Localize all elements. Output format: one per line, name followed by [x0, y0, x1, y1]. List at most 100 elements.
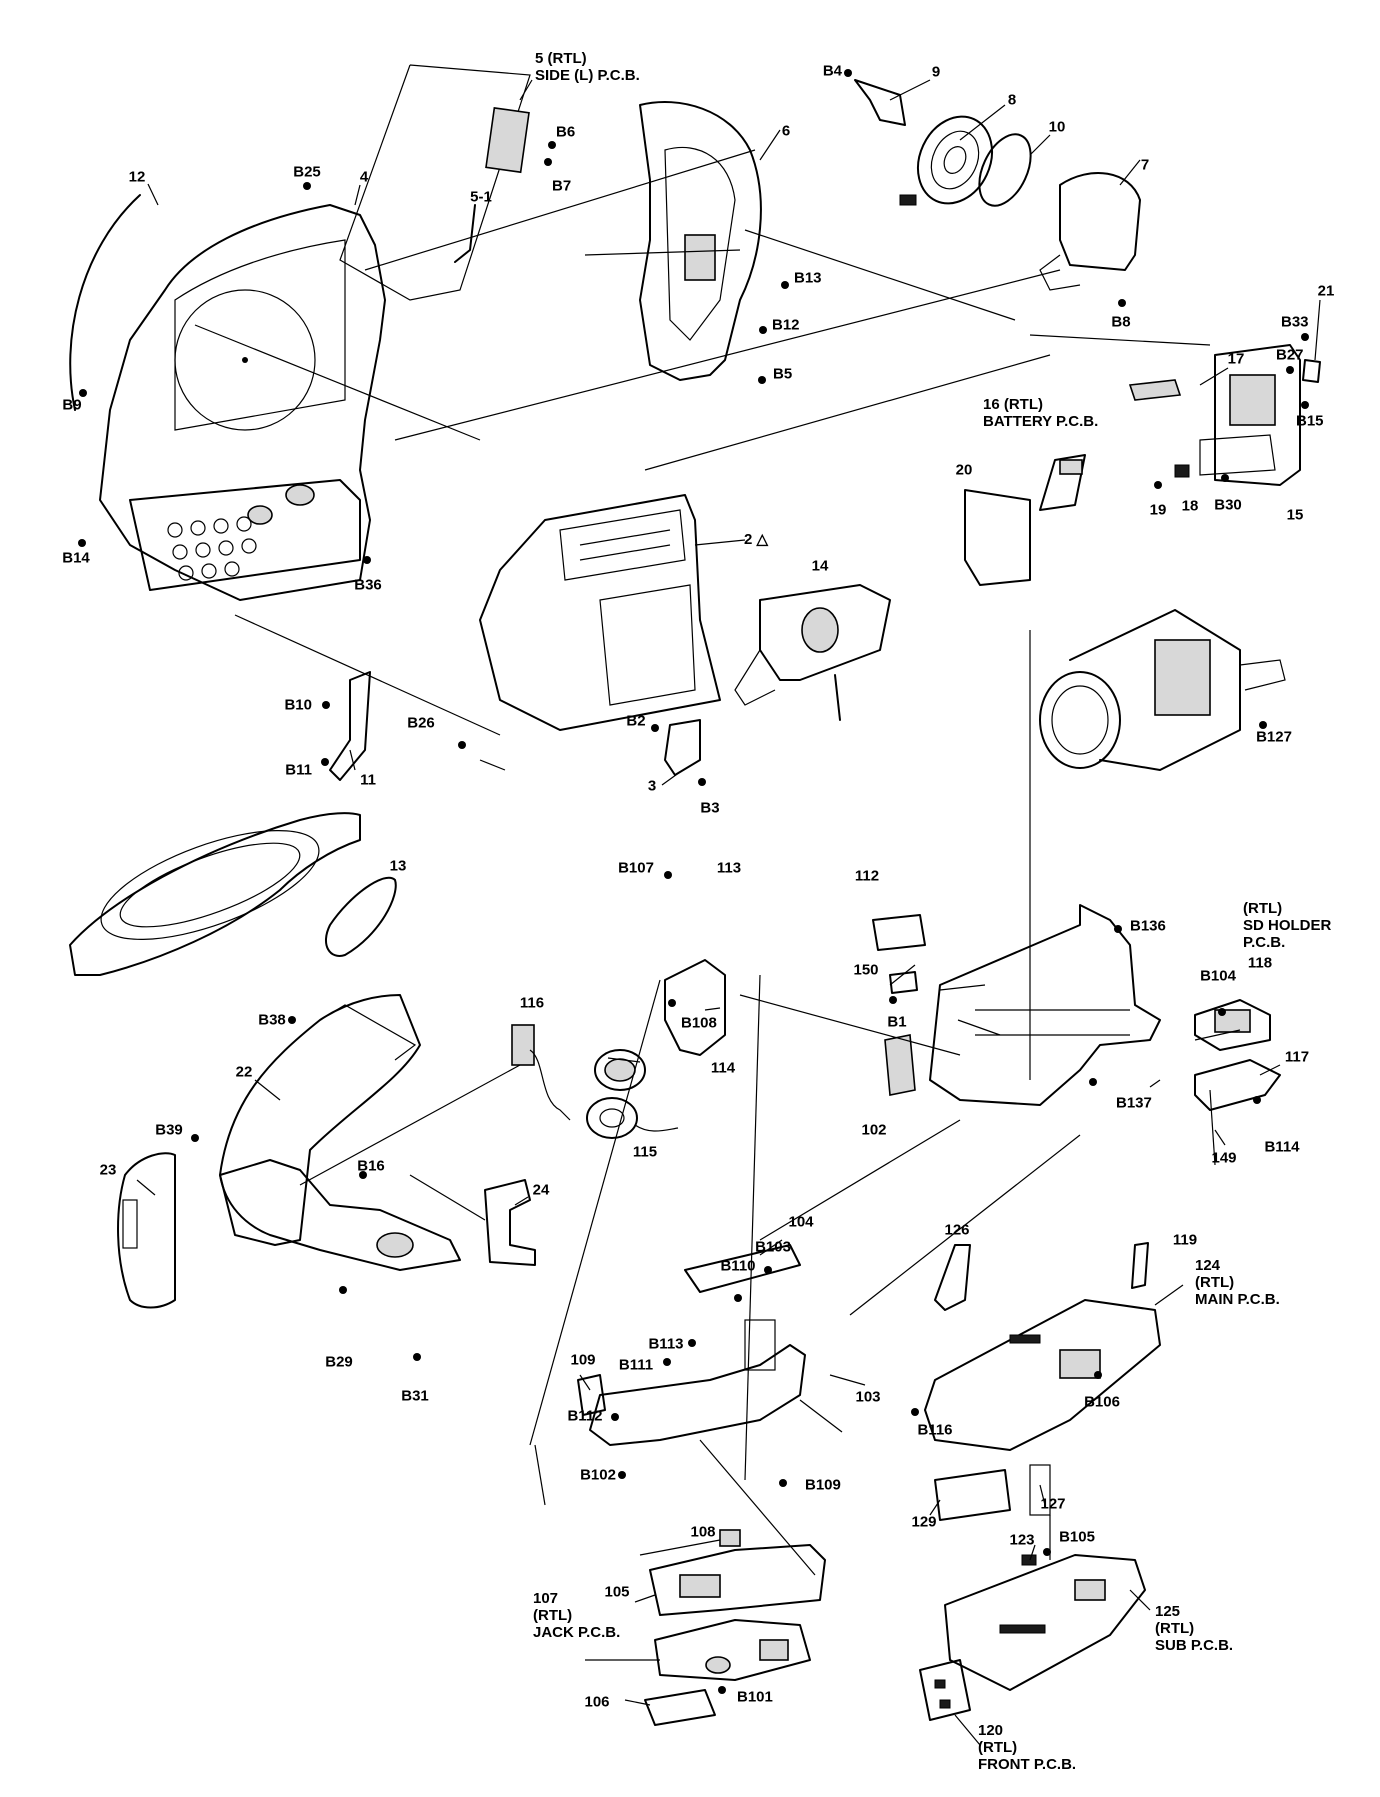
label-part-7: 7	[1140, 156, 1150, 174]
screw-b4	[844, 69, 852, 77]
screw-b108	[668, 999, 676, 1007]
label-part-19: 19	[1149, 501, 1167, 519]
label-part-3: 3	[647, 777, 657, 795]
label-part-5: 5 (RTL) SIDE (L) P.C.B.	[535, 50, 640, 84]
part-104-sheet	[684, 1244, 801, 1293]
label-part-14: 14	[811, 557, 829, 575]
screw-b9	[79, 389, 87, 397]
screw-b8	[1118, 299, 1126, 307]
label-part-13: 13	[389, 857, 407, 875]
label-part-24: 24	[532, 1181, 550, 1199]
part-6-side-cover	[639, 101, 762, 381]
screw-b104	[1218, 1008, 1226, 1016]
part-grip-strap	[69, 812, 361, 976]
screw-b6	[548, 141, 556, 149]
label-part-8: 8	[1007, 91, 1017, 109]
screw-b106	[1094, 1371, 1102, 1379]
part-20-bracket	[964, 489, 1031, 586]
part-120-front-pcb	[919, 1659, 971, 1721]
label-b13: B13	[794, 269, 822, 287]
leader-lines	[136, 79, 1321, 1746]
label-part-2: 2 △	[744, 531, 768, 548]
screw-b26	[458, 741, 466, 749]
screw-b14	[78, 539, 86, 547]
screw-b136	[1114, 925, 1122, 933]
label-b27: B27	[1276, 346, 1304, 364]
label-b111: B111	[618, 1356, 654, 1374]
label-part-127: 127	[1040, 1495, 1066, 1513]
part-2-number: 2	[744, 531, 753, 548]
label-b110: B110	[720, 1257, 756, 1275]
screw-b39	[191, 1134, 199, 1142]
screw-b116	[911, 1408, 919, 1416]
part-5-side-l-pcb	[339, 64, 531, 301]
label-b36: B36	[354, 576, 382, 594]
part-118-sd-holder	[1194, 999, 1271, 1051]
label-b30: B30	[1214, 496, 1242, 514]
label-part-102: 102	[861, 1121, 887, 1139]
screw-b103	[764, 1266, 772, 1274]
part-126-cable	[934, 1244, 971, 1311]
label-b11: B11	[285, 761, 312, 779]
part-22-grip-case	[219, 994, 421, 1246]
label-b15: B15	[1296, 412, 1324, 430]
part-8-speaker	[899, 115, 993, 206]
label-part-105: 105	[604, 1583, 630, 1601]
label-part-18: 18	[1181, 497, 1199, 515]
label-part-15: 15	[1286, 506, 1304, 524]
part-chassis-frame	[929, 904, 1161, 1106]
label-part-22: 22	[235, 1063, 253, 1081]
screw-b16	[359, 1171, 367, 1179]
screw-b1	[889, 996, 897, 1004]
label-b39: B39	[155, 1121, 183, 1139]
screw-b127	[1259, 721, 1267, 729]
part-105-frame	[649, 1544, 826, 1616]
part-23-end-cap	[117, 1152, 176, 1309]
label-b3: B3	[700, 799, 720, 817]
part-12-disc	[69, 194, 141, 411]
label-part-9: 9	[931, 63, 941, 81]
label-part-10: 10	[1048, 118, 1066, 136]
label-b102: B102	[580, 1466, 616, 1484]
screw-b114	[1253, 1096, 1261, 1104]
part-9-bracket	[854, 79, 906, 126]
screw-b15	[1301, 401, 1309, 409]
part-127-sheet	[1029, 1464, 1051, 1516]
part-10-ring	[978, 133, 1032, 207]
screw-b112	[611, 1413, 619, 1421]
label-b114: B114	[1264, 1138, 1300, 1156]
label-part-126: 126	[944, 1221, 970, 1239]
label-part-120: 120 (RTL) FRONT P.C.B.	[978, 1722, 1077, 1773]
label-part-108: 108	[690, 1523, 716, 1541]
label-part-124: 124 (RTL) MAIN P.C.B.	[1195, 1257, 1280, 1308]
part-124-main-pcb	[924, 1299, 1161, 1451]
part-11-bracket	[329, 671, 371, 781]
guide-lines	[194, 149, 1216, 1576]
label-part-11: 11	[360, 771, 376, 789]
label-b101: B101	[737, 1688, 773, 1706]
label-b31: B31	[401, 1387, 429, 1405]
screw-b27	[1286, 366, 1294, 374]
part-119-cable	[1131, 1242, 1149, 1289]
part-22-lower-case	[219, 1159, 461, 1271]
screw-b30	[1221, 474, 1229, 482]
part-lens-assembly	[1039, 609, 1286, 771]
screw-b113	[688, 1339, 696, 1347]
part-117-bracket	[1194, 1059, 1281, 1111]
label-b7: B7	[552, 177, 572, 195]
part-113-holder	[664, 959, 726, 1056]
label-b26: B26	[407, 714, 435, 732]
part-18-contact	[1174, 464, 1190, 478]
screw-b19	[1154, 481, 1162, 489]
label-part-106: 106	[584, 1693, 610, 1711]
screw-b29	[339, 1286, 347, 1294]
label-b6: B6	[556, 123, 576, 141]
part-129-sheet	[934, 1469, 1011, 1521]
part-2-drive-frame	[479, 494, 721, 731]
label-b16: B16	[357, 1157, 385, 1175]
label-part-113: 113	[716, 859, 742, 877]
screw-b11	[321, 758, 329, 766]
label-part-103: 103	[855, 1388, 881, 1406]
label-b108: B108	[681, 1014, 717, 1032]
